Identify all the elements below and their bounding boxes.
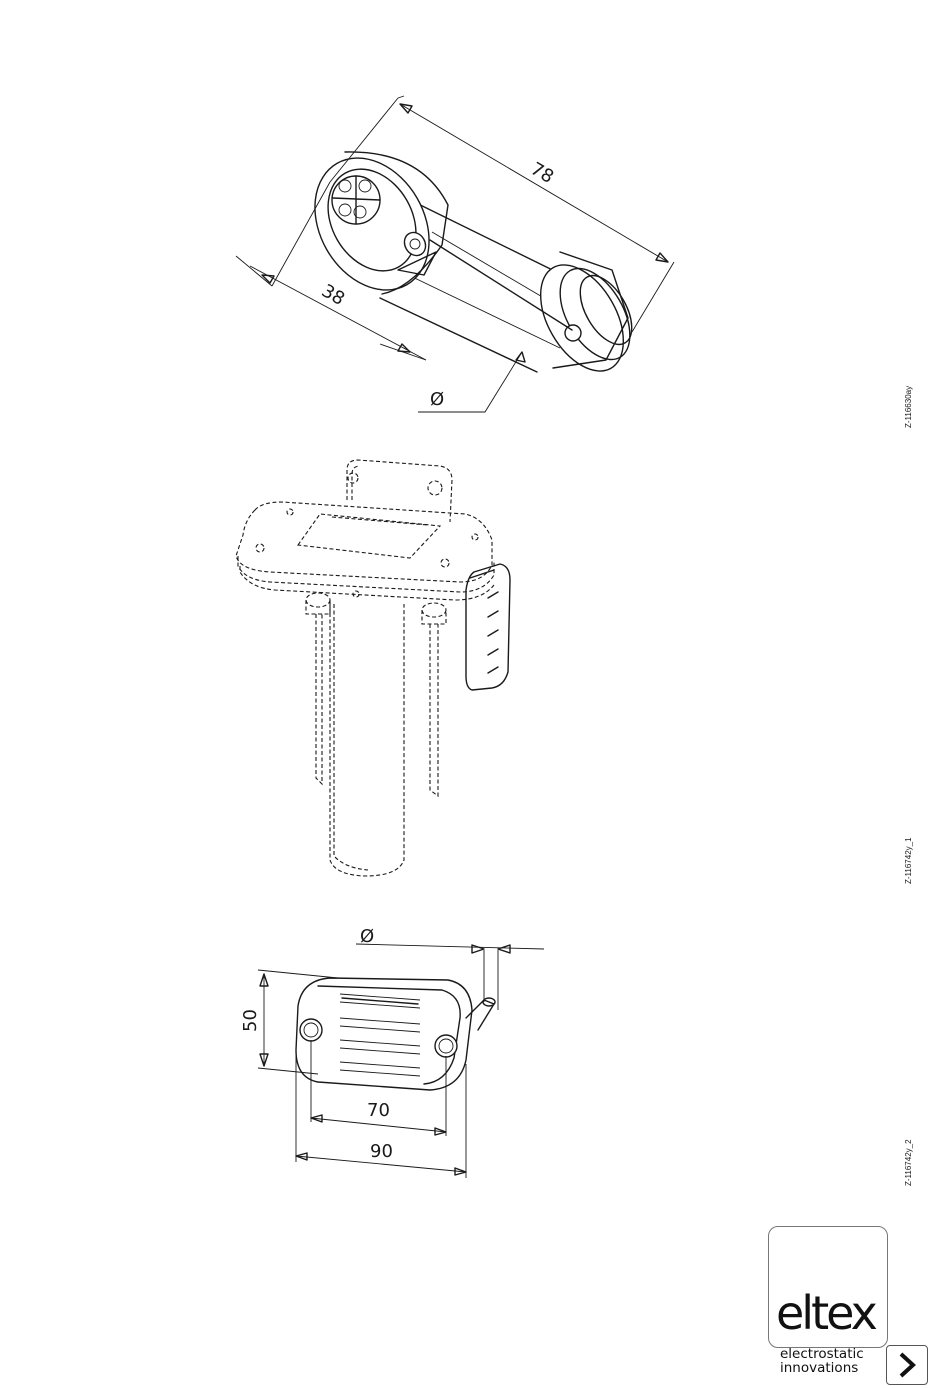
logo-wordmark: eltex [776,1290,875,1336]
logo-tagline-line2: innovations [780,1361,864,1375]
dim-50-label: 50 [240,1009,261,1032]
drawing-ref-3: Z-116742y_2 [904,1139,913,1186]
dim-38-label: 38 [318,280,348,310]
logo-tagline-line1: electrostatic [780,1347,864,1361]
logo-tagline: electrostatic innovations [780,1347,864,1375]
drawing-ref-1: Z-116630ay [904,386,913,428]
dim-90-label: 90 [370,1141,393,1162]
dim-78-label: 78 [527,158,557,188]
drawing-ref-2: Z-116742y_1 [904,837,913,884]
dim-diameter-1-label: Ø [430,389,444,410]
view-2-plate-mount [236,460,510,876]
view-3-electrode-plate [258,944,544,1178]
view-1-cylinder [236,96,674,412]
dim-70-label: 70 [367,1100,390,1121]
dim-diameter-3-label: Ø [360,926,374,947]
chevron-right-icon[interactable] [886,1345,928,1385]
